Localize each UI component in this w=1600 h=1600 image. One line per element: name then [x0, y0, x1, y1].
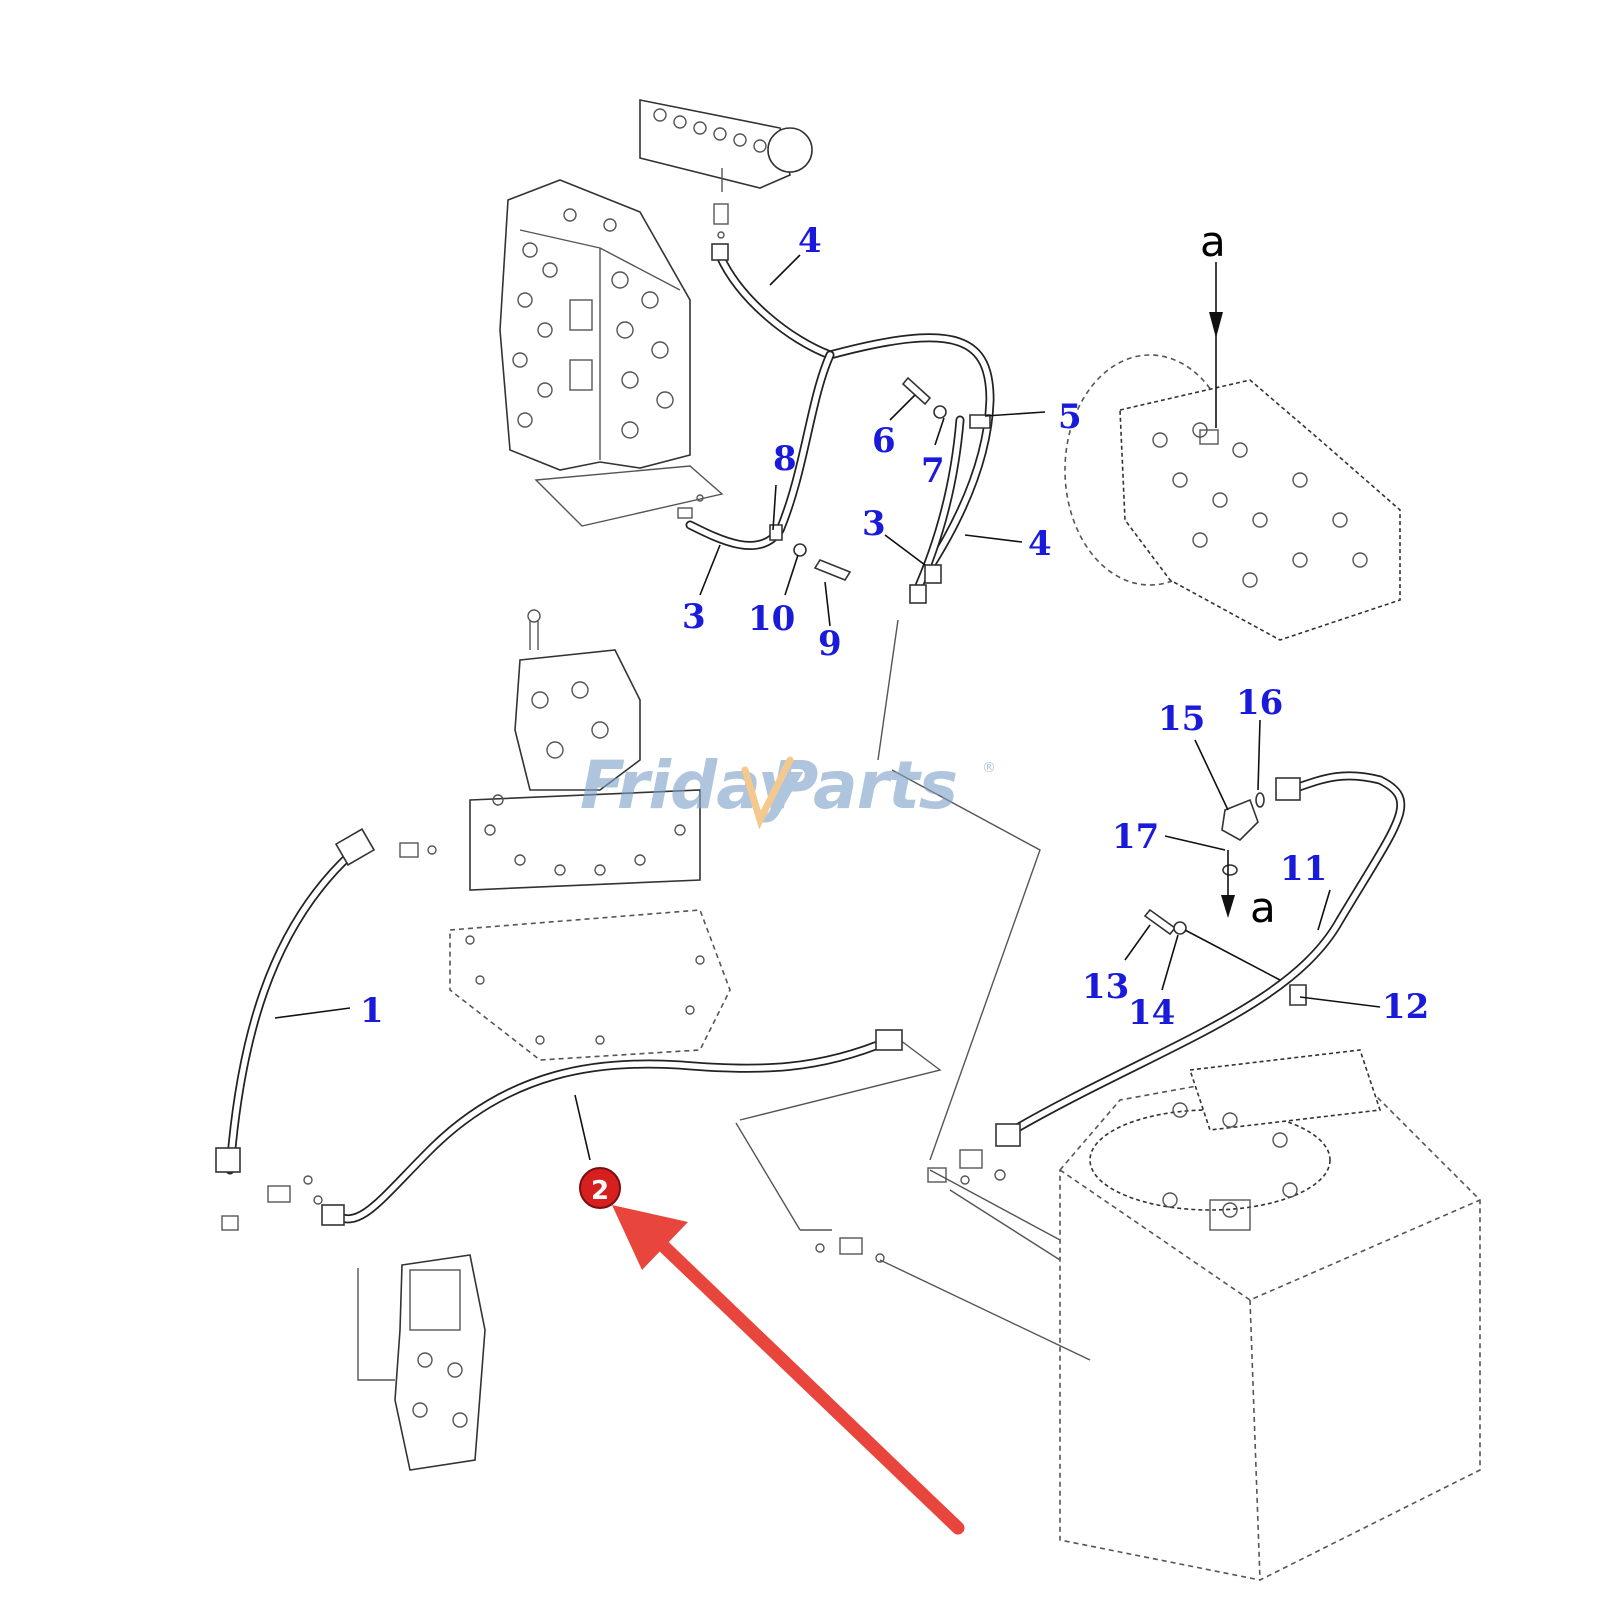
fittings — [221, 494, 1091, 1361]
hose-3-4-upper — [685, 243, 995, 604]
hose-11 — [995, 771, 1406, 1147]
callout-8: 8 — [773, 439, 797, 479]
swing-motor — [449, 609, 731, 1061]
callout-17: 17 — [1112, 817, 1159, 857]
callout-9: 9 — [818, 624, 842, 664]
hose-2 — [321, 1029, 903, 1226]
swivel-joint — [357, 1254, 486, 1471]
watermark-parts: Parts — [770, 747, 957, 824]
pilot-manifold — [639, 99, 813, 239]
callout-4-right: 4 — [1028, 524, 1052, 564]
callout-13: 13 — [1082, 967, 1129, 1007]
highlight-marker: 2 — [579, 1167, 621, 1209]
callouts: 1 3 3 4 4 5 6 7 8 9 10 11 12 13 14 15 16… — [360, 221, 1429, 1033]
callout-3-left: 3 — [682, 597, 706, 637]
leader-lines — [274, 254, 1381, 1161]
hydraulic-tank — [1059, 1049, 1481, 1581]
callout-1: 1 — [360, 991, 384, 1031]
control-valve — [499, 179, 724, 527]
callout-7: 7 — [921, 451, 945, 491]
callout-11: 11 — [1280, 849, 1327, 889]
watermark-registered-mark: ® — [982, 760, 996, 776]
bolts-and-washers — [769, 376, 1307, 1006]
callout-6: 6 — [872, 421, 896, 461]
callout-5: 5 — [1058, 397, 1082, 437]
hose-1 — [215, 828, 376, 1175]
callout-3-right: 3 — [862, 504, 886, 544]
callout-12: 12 — [1382, 987, 1429, 1027]
highlight-label: 2 — [591, 1176, 609, 1206]
watermark: Friday Parts ® — [580, 747, 996, 830]
view-mark-a-top: a — [1200, 217, 1226, 266]
callout-4-top: 4 — [798, 221, 822, 261]
callout-16: 16 — [1236, 683, 1283, 723]
main-pump — [1064, 262, 1401, 641]
callout-15: 15 — [1158, 699, 1205, 739]
view-mark-a-bottom: a — [1250, 883, 1276, 932]
callout-14: 14 — [1128, 993, 1175, 1033]
view-arrow-bottom — [1221, 850, 1235, 918]
highlight-arrow — [612, 1205, 965, 1535]
callout-10: 10 — [748, 599, 795, 639]
